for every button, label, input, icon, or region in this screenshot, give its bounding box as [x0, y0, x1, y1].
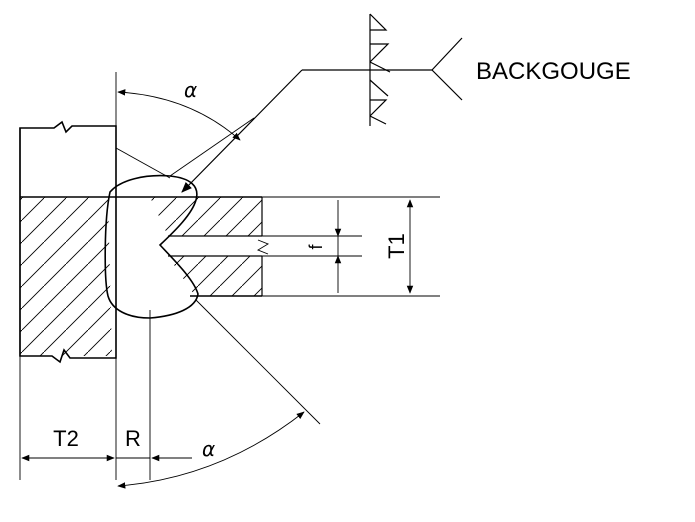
weld-bead [104, 174, 199, 319]
r-label: R [125, 426, 141, 451]
t2-label: T2 [53, 426, 79, 451]
welding-symbol [181, 13, 463, 193]
plate-hatching [20, 197, 262, 356]
alpha-bottom-label: α [202, 437, 215, 461]
backgouge-label: BACKGOUGE [476, 58, 631, 85]
f-label: f [306, 244, 326, 250]
alpha-top-label: α [184, 78, 197, 102]
dimension-t1 [262, 196, 440, 297]
t1-label: T1 [384, 233, 409, 259]
angle-alpha-top [115, 72, 255, 177]
angle-alpha-bottom [117, 411, 305, 489]
dimension-f [262, 200, 362, 293]
